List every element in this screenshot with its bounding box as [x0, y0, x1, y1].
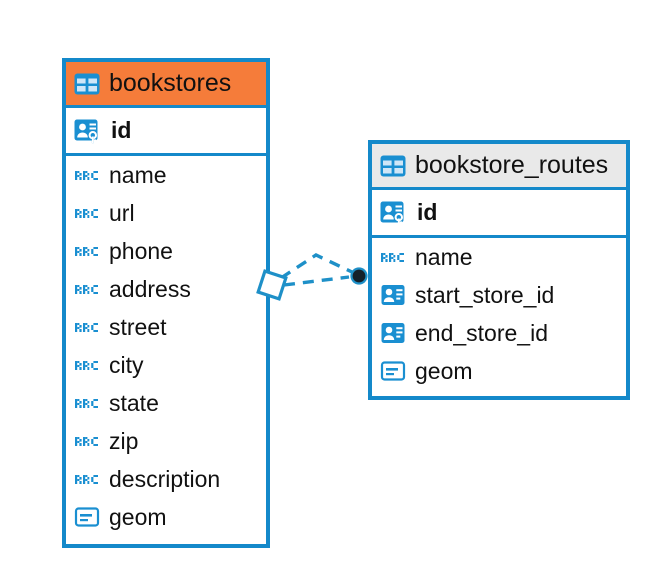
- field-row-street[interactable]: street: [66, 308, 266, 346]
- abc-text-icon: [75, 399, 98, 408]
- abc-text-icon: [75, 247, 98, 256]
- field-row-url[interactable]: url: [66, 194, 266, 232]
- abc-text-icon: [75, 361, 98, 370]
- field-row-name[interactable]: name: [66, 156, 266, 194]
- field-label-name: name: [109, 161, 167, 188]
- field-label-street: street: [109, 313, 167, 340]
- entity-title-bookstore-routes: bookstore_routes: [415, 151, 609, 179]
- field-row-id[interactable]: id: [66, 108, 266, 153]
- foreign-key-icon: [381, 285, 405, 305]
- abc-text-icon: [75, 285, 98, 294]
- field-row-id[interactable]: id: [372, 190, 626, 235]
- field-row-start-store-id[interactable]: start_store_id: [372, 276, 626, 314]
- abc-text-icon: [75, 323, 98, 332]
- table-icon: [74, 73, 100, 94]
- field-label-end-store-id: end_store_id: [415, 319, 548, 346]
- field-label-city: city: [109, 351, 144, 378]
- field-label-start-store-id: start_store_id: [415, 281, 555, 308]
- field-list-bookstores: name url: [66, 156, 266, 536]
- pk-section-bookstores: id: [66, 108, 266, 156]
- pk-section-bookstore-routes: id: [372, 190, 626, 238]
- field-label-id: id: [111, 117, 132, 143]
- abc-text-icon: [75, 209, 98, 218]
- primary-key-icon: [74, 119, 98, 143]
- field-row-geom[interactable]: geom: [66, 498, 266, 536]
- entity-title-bookstores: bookstores: [109, 69, 232, 97]
- table-icon: [380, 155, 406, 176]
- entity-header-bookstore-routes[interactable]: bookstore_routes: [372, 144, 626, 190]
- abc-text-icon: [75, 437, 98, 446]
- field-label-zip: zip: [109, 427, 139, 454]
- relationship-target-circle: [350, 267, 368, 285]
- abc-text-icon: [75, 475, 98, 484]
- entity-bookstore-routes[interactable]: bookstore_routes id: [368, 140, 630, 400]
- field-row-geom[interactable]: geom: [372, 352, 626, 390]
- field-row-phone[interactable]: phone: [66, 232, 266, 270]
- field-label-address: address: [109, 275, 191, 302]
- field-list-bookstore-routes: name start_store_id: [372, 238, 626, 390]
- field-row-end-store-id[interactable]: end_store_id: [372, 314, 626, 352]
- relationship-line-arc: [280, 253, 353, 280]
- geometry-icon: [380, 361, 406, 381]
- field-label-geom: geom: [415, 357, 473, 384]
- field-row-city[interactable]: city: [66, 346, 266, 384]
- primary-key-icon: [380, 201, 404, 225]
- field-label-phone: phone: [109, 237, 173, 264]
- field-row-zip[interactable]: zip: [66, 422, 266, 460]
- field-row-state[interactable]: state: [66, 384, 266, 422]
- geometry-icon: [74, 507, 100, 527]
- field-label-geom: geom: [109, 503, 167, 530]
- field-row-name[interactable]: name: [372, 238, 626, 276]
- field-label-name: name: [415, 243, 473, 270]
- abc-text-icon: [75, 171, 98, 180]
- field-row-description[interactable]: description: [66, 460, 266, 498]
- field-label-url: url: [109, 199, 135, 226]
- abc-text-icon: [381, 253, 404, 262]
- field-label-id: id: [417, 199, 438, 225]
- entity-header-bookstores[interactable]: bookstores: [66, 62, 266, 108]
- relationship-line-straight: [283, 275, 350, 287]
- foreign-key-icon: [381, 323, 405, 343]
- entity-bookstores[interactable]: bookstores id: [62, 58, 270, 548]
- field-label-state: state: [109, 389, 159, 416]
- field-label-description: description: [109, 465, 221, 492]
- field-row-address[interactable]: address: [66, 270, 266, 308]
